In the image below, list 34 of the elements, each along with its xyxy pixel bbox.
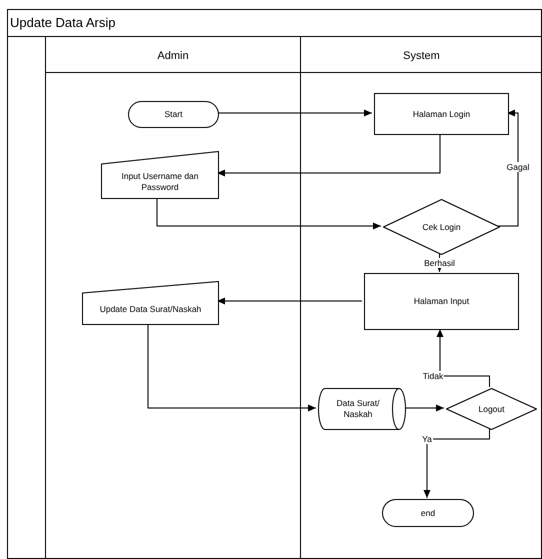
node-label: end: [420, 508, 436, 518]
node-label: Update Data Surat/Naskah: [100, 304, 202, 314]
node-label: Halaman Input: [414, 296, 470, 307]
terminator: [382, 499, 474, 527]
arrow: [498, 110, 518, 226]
arrow: [424, 428, 490, 498]
node-label: Halaman Login: [412, 108, 470, 120]
pool-title: Update Data Arsip: [10, 15, 116, 31]
lane-header: System: [402, 49, 441, 64]
node-label: Input Username dan Password: [120, 170, 200, 192]
manual-input-shape: [101, 151, 219, 199]
process-box: [374, 93, 509, 135]
swimlane-pool: [7, 9, 542, 559]
node-label: Start: [164, 109, 182, 120]
arrow: [436, 328, 490, 388]
edge-label: Ya: [421, 434, 433, 444]
lane-header: Admin: [156, 49, 190, 64]
manual-input-shape: [82, 281, 219, 325]
swimlane: [45, 37, 300, 559]
database-cylinder: [318, 388, 406, 430]
arrow: [156, 198, 382, 230]
arrow: [148, 324, 316, 412]
node-label: Data Surat/ Naskah: [336, 398, 380, 420]
node-label: Cek Login: [422, 222, 461, 232]
edge-label: Tidak: [422, 371, 444, 381]
decision-diamond: [383, 199, 500, 255]
decision-diamond: [446, 388, 537, 430]
process-box: [364, 273, 519, 330]
edge-label: Berhasil: [423, 258, 456, 268]
terminator: [128, 101, 219, 128]
node-label: Logout: [478, 404, 504, 414]
arrow: [404, 404, 444, 412]
edge-label: Gagal: [506, 162, 530, 172]
swimlane: [300, 37, 542, 559]
